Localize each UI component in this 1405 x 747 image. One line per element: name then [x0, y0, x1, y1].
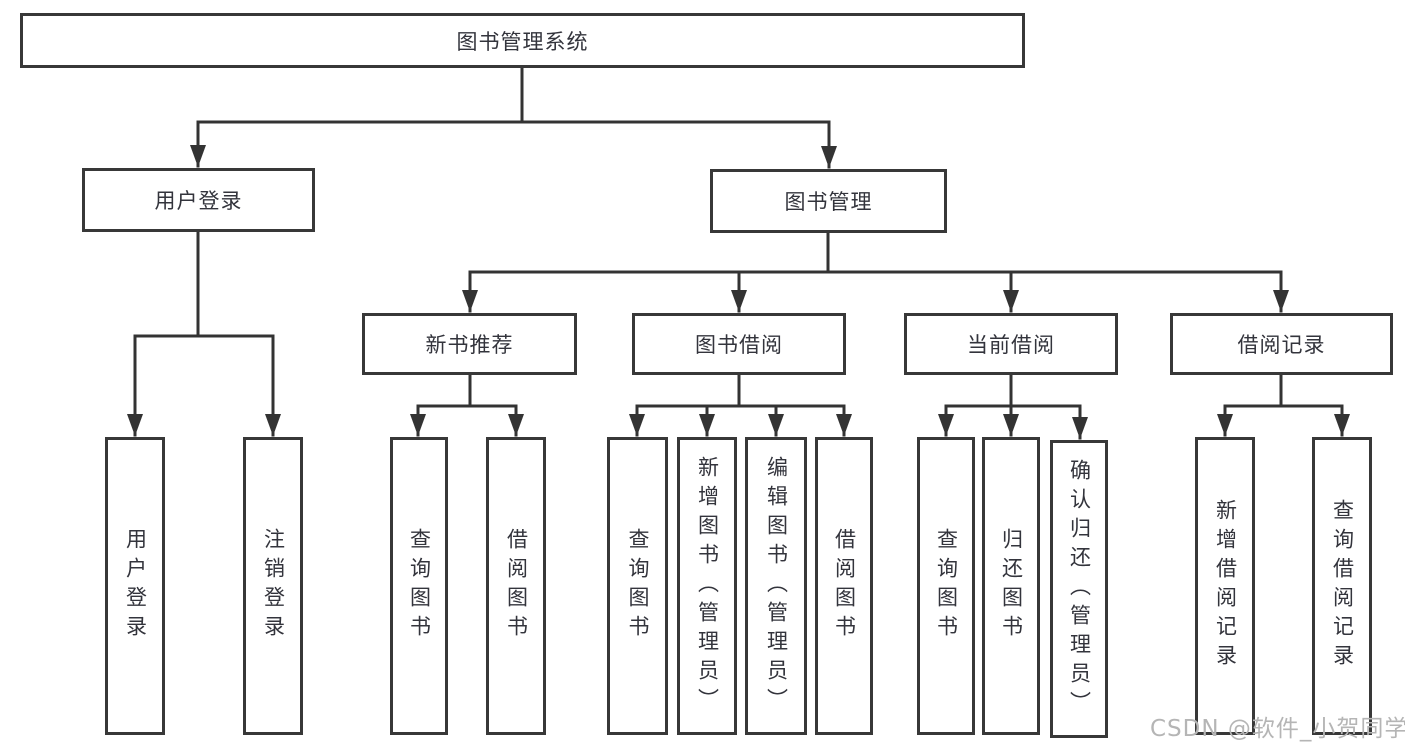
- leaf-cb-confirm-return-admin: 确认归还（管理员）: [1050, 440, 1108, 738]
- node-book-management: 图书管理: [710, 169, 947, 233]
- node-borrowing-records: 借阅记录: [1170, 313, 1393, 375]
- leaf-logout: 注销登录: [243, 437, 303, 735]
- leaf-br-add-record: 新增借阅记录: [1195, 437, 1255, 735]
- node-book-borrowing: 图书借阅: [632, 313, 846, 375]
- leaf-nbr-query-books: 查询图书: [390, 437, 448, 735]
- node-current-borrowing: 当前借阅: [904, 313, 1118, 375]
- leaf-bb-edit-books-admin: 编辑图书（管理员）: [745, 437, 807, 735]
- csdn-watermark: CSDN @软件_小贺同学: [1150, 716, 1405, 742]
- leaf-bb-query-books: 查询图书: [607, 437, 668, 735]
- node-new-book-recommendation: 新书推荐: [362, 313, 577, 375]
- node-library-management-system: 图书管理系统: [20, 13, 1025, 68]
- leaf-cb-return-books: 归还图书: [982, 437, 1040, 735]
- leaf-bb-add-books-admin: 新增图书（管理员）: [677, 437, 737, 735]
- leaf-br-query-record: 查询借阅记录: [1312, 437, 1372, 735]
- leaf-user-login: 用户登录: [105, 437, 165, 735]
- node-user-login: 用户登录: [82, 168, 315, 232]
- leaf-nbr-borrow-books: 借阅图书: [486, 437, 546, 735]
- leaf-bb-borrow-books: 借阅图书: [815, 437, 873, 735]
- leaf-cb-query-books: 查询图书: [917, 437, 975, 735]
